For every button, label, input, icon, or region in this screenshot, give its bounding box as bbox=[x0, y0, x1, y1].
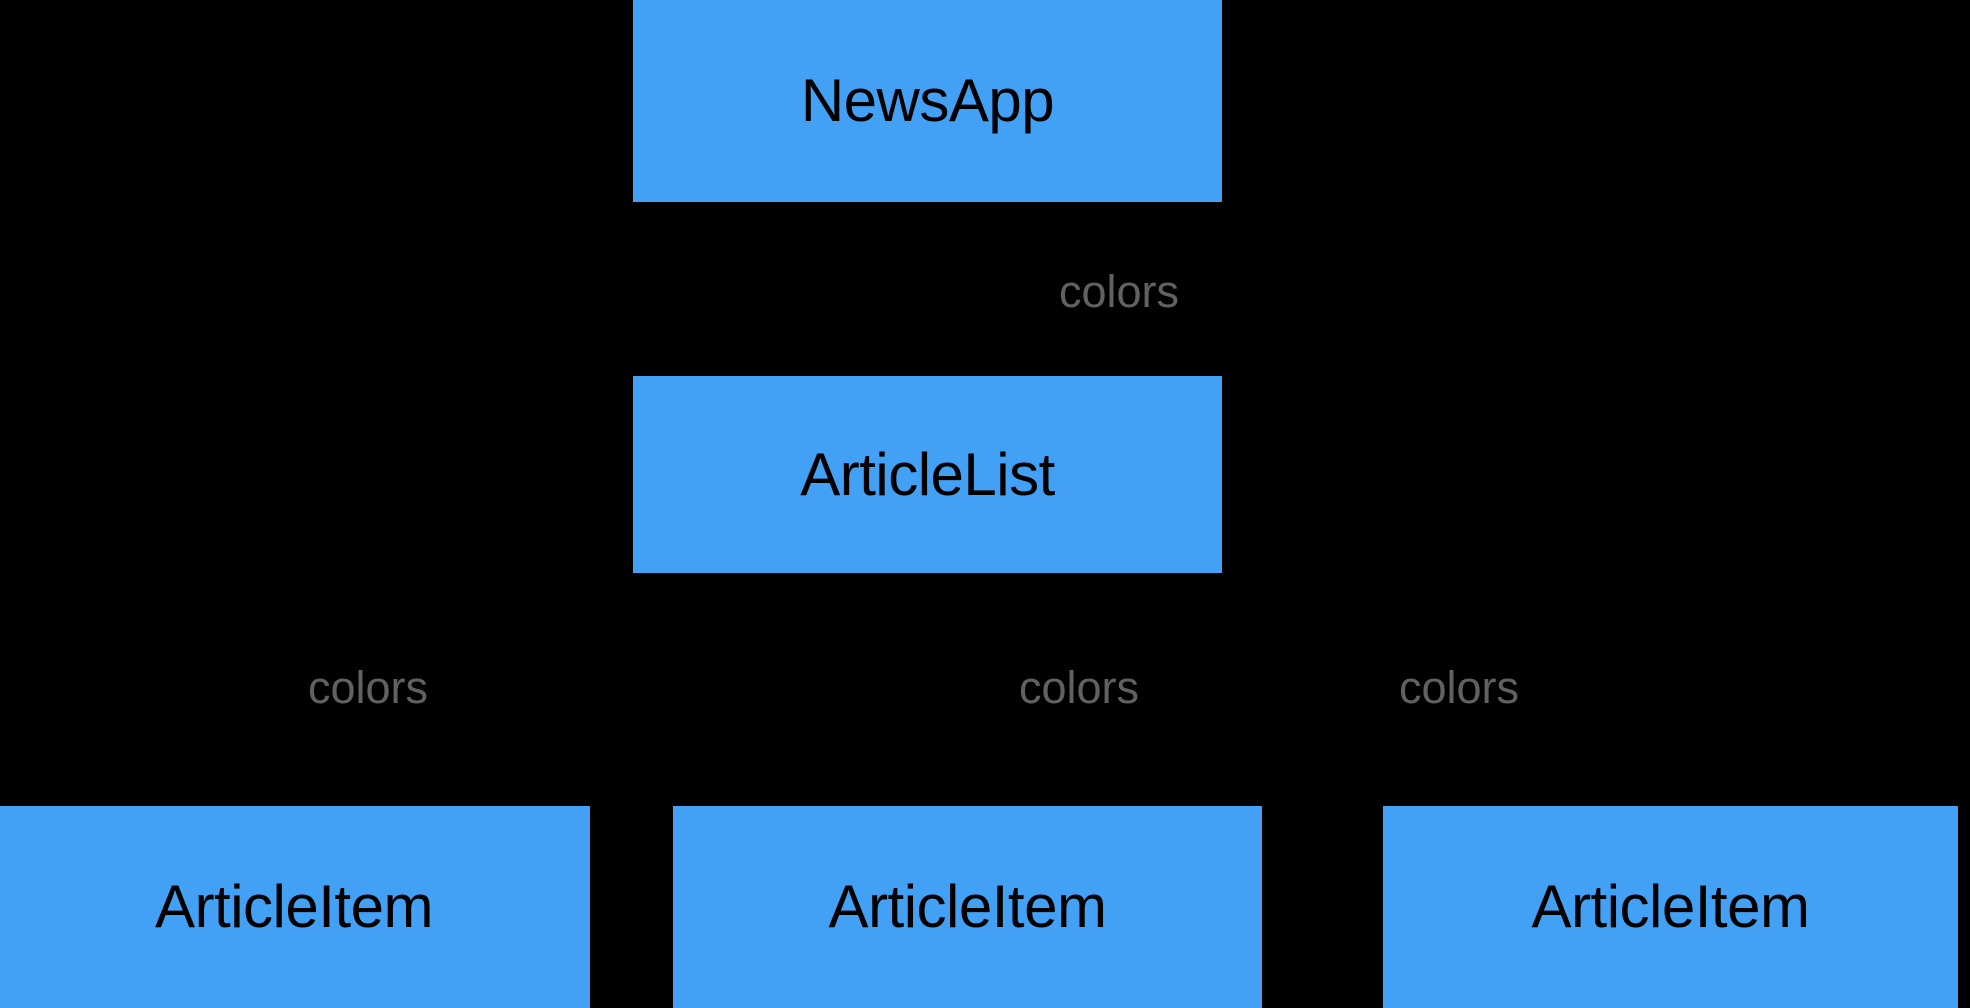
edge-label-articlelist-item1: colors bbox=[1019, 662, 1140, 713]
node-newsapp[interactable]: NewsApp bbox=[633, 0, 1222, 202]
edge-label-articlelist-item2: colors bbox=[1399, 662, 1520, 713]
node-articleitem-1-label: ArticleItem bbox=[828, 873, 1107, 940]
node-newsapp-label: NewsApp bbox=[800, 67, 1055, 134]
node-articlelist-label: ArticleList bbox=[800, 440, 1055, 508]
node-articleitem-2[interactable]: ArticleItem bbox=[1383, 806, 1958, 1008]
edge-label-articlelist-item0: colors bbox=[308, 662, 429, 713]
node-articleitem-0-label: ArticleItem bbox=[155, 873, 433, 940]
node-articleitem-2-label: ArticleItem bbox=[1531, 873, 1810, 940]
node-articleitem-1[interactable]: ArticleItem bbox=[673, 806, 1262, 1008]
node-articlelist[interactable]: ArticleList bbox=[633, 376, 1222, 573]
edge-label-newsapp-articlelist: colors bbox=[1059, 266, 1180, 317]
node-articleitem-0[interactable]: ArticleItem bbox=[0, 806, 590, 1008]
